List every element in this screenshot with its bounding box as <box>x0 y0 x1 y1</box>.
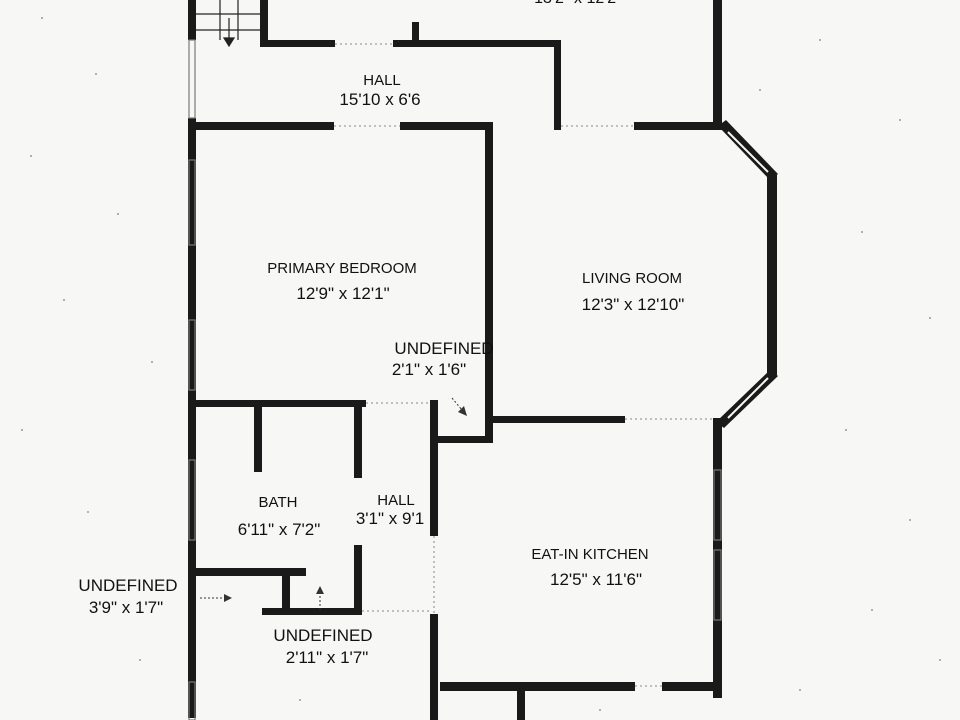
wall-bath-inner-right <box>354 400 362 478</box>
scan-noise <box>21 17 941 711</box>
hall-small-dimensions: 3'1" x 9'1 <box>355 509 425 528</box>
bath-dimensions: 6'11" x 7'2" <box>237 520 321 539</box>
primary-bedroom-name: PRIMARY BEDROOM <box>267 260 417 277</box>
window-left-bedroom-1 <box>188 159 196 246</box>
top-room-dimensions: 13'2" x 12'2" <box>534 0 622 8</box>
wall-kitchen-stub <box>517 688 525 720</box>
undefined-c-dimensions: 2'11" x 1'7" <box>285 648 369 667</box>
thresholds <box>334 43 713 687</box>
wall-living-top <box>634 122 722 130</box>
living-room-dimensions: 12'3" x 12'10" <box>581 295 685 314</box>
wall-closet-mid <box>282 568 290 614</box>
wall-hall-right <box>554 40 561 130</box>
undefined-a-name: UNDEFINED <box>394 339 494 358</box>
wall-undefined-left <box>430 400 438 442</box>
walls <box>188 0 778 720</box>
wall-bath-lower <box>354 545 362 615</box>
wall-living-kitchen-left <box>485 416 625 423</box>
wall-hall-top-right <box>393 40 561 47</box>
wall-kitchen-right <box>713 418 722 698</box>
hall-small-name: HALL <box>377 492 415 509</box>
window-kitchen-right-1 <box>713 469 722 541</box>
wall-hall-kitchen <box>430 436 438 536</box>
window-kitchen-right-2 <box>713 549 722 621</box>
undefined-arrow-icon <box>451 397 467 416</box>
wall-left-exterior-top <box>188 0 196 40</box>
undefined-b-dimensions: 3'9" x 1'7" <box>88 598 164 617</box>
wall-closet-top <box>196 568 306 576</box>
entry-arrow-icon <box>200 594 232 602</box>
window-left-bath <box>188 459 196 541</box>
bath-name: BATH <box>258 494 298 511</box>
undefined-b-name: UNDEFINED <box>78 576 178 595</box>
wall-hall-kitchen-lower <box>430 614 438 720</box>
hall-top-dimensions: 15'10 x 6'6 <box>339 90 421 109</box>
wall-left-exterior-mid <box>188 118 196 718</box>
wall-closet-bottom <box>262 608 362 615</box>
hall-top-name: HALL <box>363 72 401 89</box>
wall-bedroom-living <box>485 122 493 442</box>
wall-bedroom-top-right <box>400 122 492 130</box>
bay-window-right <box>767 175 777 375</box>
stair-arrow-icon <box>222 18 236 48</box>
undefined-a-dimensions: 2'1" x 1'6" <box>391 360 467 379</box>
wall-undefined-bottom <box>430 436 493 443</box>
wall-top-room-right <box>713 0 722 130</box>
bay-window-upper <box>718 120 778 180</box>
stairs <box>196 0 260 40</box>
closet-arrow-icon <box>316 586 324 610</box>
bay-glass <box>727 131 769 419</box>
window-left-bedroom-2 <box>188 319 196 391</box>
undefined-c-name: UNDEFINED <box>273 626 373 645</box>
window-left-top <box>188 39 196 119</box>
wall-kitchen-bottom-right <box>662 682 722 691</box>
primary-bedroom-dimensions: 12'9" x 12'1" <box>296 284 390 303</box>
windows <box>188 39 722 720</box>
wall-hall-top-left <box>260 40 335 47</box>
kitchen-dimensions: 12'5" x 11'6" <box>550 570 642 589</box>
wall-kitchen-bottom-left <box>440 682 635 691</box>
wall-stair-right <box>260 0 268 46</box>
wall-bedroom-top-left <box>196 122 334 130</box>
kitchen-name: EAT-IN KITCHEN <box>531 546 649 563</box>
wall-bath-top <box>196 400 366 407</box>
wall-bath-inner-left <box>254 400 262 472</box>
living-room-name: LIVING ROOM <box>581 270 683 287</box>
wall-hall-stub <box>412 22 419 44</box>
window-left-lower <box>188 681 196 720</box>
